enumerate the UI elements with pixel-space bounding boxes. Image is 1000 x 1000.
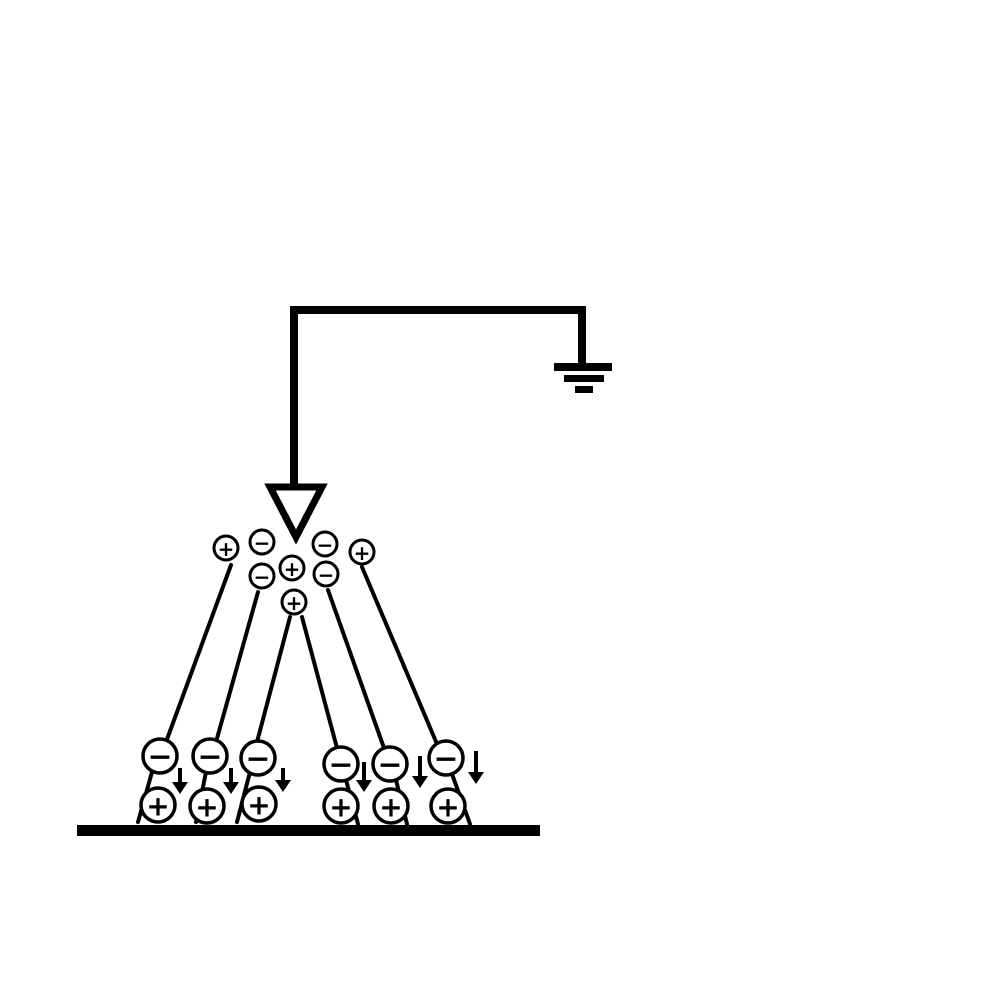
trajectory-line xyxy=(300,615,339,750)
positive-sign: + xyxy=(286,591,303,615)
arrow-head xyxy=(172,782,188,794)
negative-charge-circle xyxy=(248,528,276,556)
ground-wire xyxy=(290,306,586,489)
positive-sign: + xyxy=(146,790,169,823)
positive-charge-circle xyxy=(322,787,360,825)
positive-droplet: + xyxy=(240,785,278,823)
negative-ion: − xyxy=(311,530,339,558)
trajectory-line xyxy=(164,563,233,744)
droplet-pair: −+ xyxy=(139,737,179,824)
down-arrow-icon xyxy=(412,756,428,788)
trajectory-line xyxy=(255,615,292,744)
negative-sign: − xyxy=(318,563,335,587)
negative-charge-circle xyxy=(191,737,229,775)
negative-charge-circle xyxy=(248,562,276,590)
positive-droplet: + xyxy=(372,787,410,825)
droplet-pair: −+ xyxy=(188,737,229,825)
positive-charge-circle xyxy=(212,534,240,562)
down-arrow-icon xyxy=(468,751,484,784)
positive-sign: + xyxy=(284,557,301,581)
positive-droplet: + xyxy=(188,787,226,825)
trajectory-line xyxy=(326,588,386,750)
positive-charge-circle xyxy=(429,787,467,825)
positive-charge-circle xyxy=(240,785,278,823)
negative-droplet: − xyxy=(371,745,409,783)
emitter-nozzle-icon xyxy=(264,483,328,545)
negative-ion: − xyxy=(248,562,276,590)
negative-charge-circle xyxy=(312,560,340,588)
positive-sign: + xyxy=(195,791,218,824)
positive-ion: + xyxy=(348,538,376,566)
negative-sign: − xyxy=(377,748,402,783)
positive-charge-circle xyxy=(139,786,177,824)
positive-charge-circle xyxy=(372,787,410,825)
spray-droplets: −+−+−+−+−+−+ xyxy=(139,737,467,825)
target-plate xyxy=(77,825,540,836)
down-arrow-icon xyxy=(275,768,291,792)
spray-trajectories xyxy=(136,563,472,826)
negative-sign: − xyxy=(254,531,271,555)
negative-sign: − xyxy=(254,565,271,589)
negative-charge-circle xyxy=(322,745,360,783)
negative-droplet: − xyxy=(427,739,465,777)
ground-icon xyxy=(554,363,612,393)
arrow-head xyxy=(275,780,291,792)
negative-sign: − xyxy=(197,740,222,775)
positive-sign: + xyxy=(218,537,235,561)
negative-sign: − xyxy=(328,748,353,783)
negative-sign: − xyxy=(147,740,172,775)
positive-droplet: + xyxy=(322,787,360,825)
down-arrow-icon xyxy=(223,768,239,794)
positive-charge-circle xyxy=(278,554,306,582)
droplet-pair: −+ xyxy=(239,739,278,823)
trajectory-line xyxy=(214,590,260,744)
negative-sign: − xyxy=(245,742,270,777)
down-arrow-icon xyxy=(172,768,188,794)
trajectory-line xyxy=(360,565,439,746)
positive-droplet: + xyxy=(139,786,177,824)
positive-sign: + xyxy=(354,541,371,565)
positive-ion: + xyxy=(278,554,306,582)
positive-sign: + xyxy=(436,791,459,824)
arrow-head xyxy=(412,776,428,788)
ion-cluster: +−−+−−++ xyxy=(212,528,376,616)
positive-ion: + xyxy=(212,534,240,562)
positive-charge-circle xyxy=(348,538,376,566)
negative-sign: − xyxy=(433,742,458,777)
positive-droplet: + xyxy=(429,787,467,825)
droplet-pair: −+ xyxy=(371,745,410,825)
negative-droplet: − xyxy=(191,737,229,775)
negative-ion: − xyxy=(248,528,276,556)
droplet-pair: −+ xyxy=(322,745,360,825)
negative-charge-circle xyxy=(311,530,339,558)
arrow-head xyxy=(223,782,239,794)
negative-ion: − xyxy=(312,560,340,588)
down-arrow-icon xyxy=(356,762,372,792)
positive-ion: + xyxy=(280,588,308,616)
negative-droplet: − xyxy=(239,739,277,777)
droplet-pair: −+ xyxy=(427,739,467,825)
downward-arrows xyxy=(172,751,484,794)
negative-charge-circle xyxy=(427,739,465,777)
negative-droplet: − xyxy=(141,737,179,775)
negative-charge-circle xyxy=(141,737,179,775)
negative-droplet: − xyxy=(322,745,360,783)
arrow-head xyxy=(468,772,484,784)
negative-charge-circle xyxy=(239,739,277,777)
arrow-head xyxy=(356,780,372,792)
positive-charge-circle xyxy=(280,588,308,616)
positive-sign: + xyxy=(329,791,352,824)
positive-sign: + xyxy=(247,789,270,822)
positive-charge-circle xyxy=(188,787,226,825)
negative-charge-circle xyxy=(371,745,409,783)
positive-sign: + xyxy=(379,791,402,824)
negative-sign: − xyxy=(317,533,334,557)
